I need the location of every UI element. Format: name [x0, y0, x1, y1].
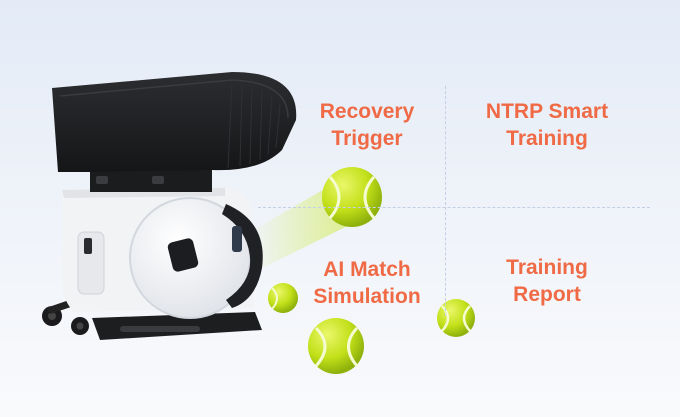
- tennis-ball-flying: [322, 167, 382, 227]
- feature-ai-match-simulation: AI Match Simulation: [313, 258, 421, 308]
- panel-slot: [84, 238, 92, 254]
- logo-badge: [167, 238, 199, 272]
- ball-hopper: [52, 72, 297, 172]
- tennis-ball-large: [308, 318, 364, 374]
- feature-recovery-trigger: Recovery Trigger: [319, 100, 415, 150]
- base-grip: [120, 326, 200, 332]
- grid-divider-horizontal: [258, 207, 650, 208]
- tennis-ball-small: [268, 283, 298, 313]
- tennis-ball-right: [437, 299, 475, 337]
- feature-training-report: Training Report: [506, 256, 588, 306]
- launcher-rim: [222, 204, 263, 308]
- feature-ntrp-smart-training: NTRP Smart Training: [485, 100, 609, 150]
- grid-divider-vertical: [445, 86, 446, 316]
- hopper-neck: [90, 168, 212, 192]
